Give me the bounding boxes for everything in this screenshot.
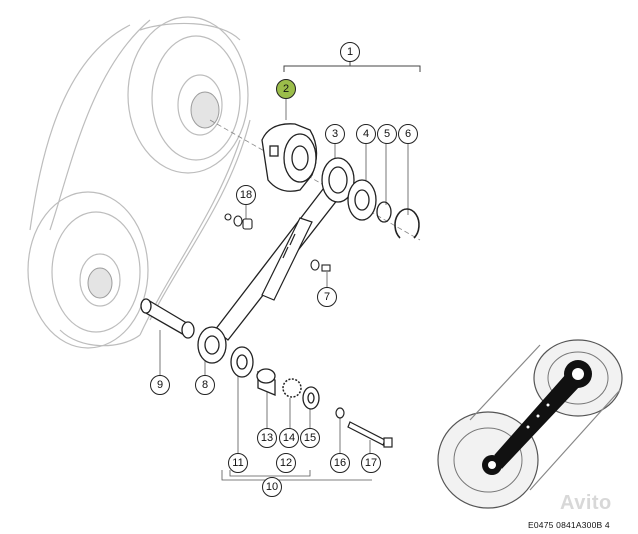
callout-17: 17 xyxy=(361,453,381,473)
leader-lines xyxy=(159,98,409,481)
reference-code: E0475 0841A300B 4 xyxy=(528,520,610,530)
callout-13: 13 xyxy=(257,428,277,448)
part-15-washer xyxy=(302,386,320,410)
callout-10: 10 xyxy=(262,477,282,497)
callout-4: 4 xyxy=(356,124,376,144)
part-7-bolt xyxy=(310,259,331,272)
callout-11: 11 xyxy=(228,453,248,473)
callout-12: 12 xyxy=(276,453,296,473)
background-hub-detail xyxy=(87,91,220,299)
inset-assembly xyxy=(437,339,623,509)
part-2-hub xyxy=(261,123,318,192)
part-14-lock-washer xyxy=(282,378,302,398)
part-6-circlip xyxy=(394,208,420,239)
callout-18: 18 xyxy=(236,185,256,205)
callout-14: 14 xyxy=(279,428,299,448)
callout-6: 6 xyxy=(398,124,418,144)
callout-1: 1 xyxy=(340,42,360,62)
part-16-washer xyxy=(335,407,345,419)
callout-3: 3 xyxy=(325,124,345,144)
part-9-pin xyxy=(140,298,195,339)
tensioner-arm xyxy=(197,157,355,364)
background-belt-drive xyxy=(27,16,251,349)
callout-7: 7 xyxy=(317,287,337,307)
part-18-washers xyxy=(224,213,253,230)
part-17-bolt xyxy=(347,421,393,448)
part-11-bearing xyxy=(230,346,254,378)
part-13-bushing xyxy=(256,368,276,396)
callout-16: 16 xyxy=(330,453,350,473)
axis-centerline xyxy=(209,119,421,241)
watermark-avito: Avito xyxy=(560,492,612,514)
callout-15: 15 xyxy=(300,428,320,448)
callout-8: 8 xyxy=(195,375,215,395)
callout-5: 5 xyxy=(377,124,397,144)
callout-9: 9 xyxy=(150,375,170,395)
callout-2: 2 xyxy=(276,79,296,99)
part-4-bearing xyxy=(347,179,377,221)
slotted-plate xyxy=(261,217,313,301)
part-5-ring xyxy=(376,201,392,223)
